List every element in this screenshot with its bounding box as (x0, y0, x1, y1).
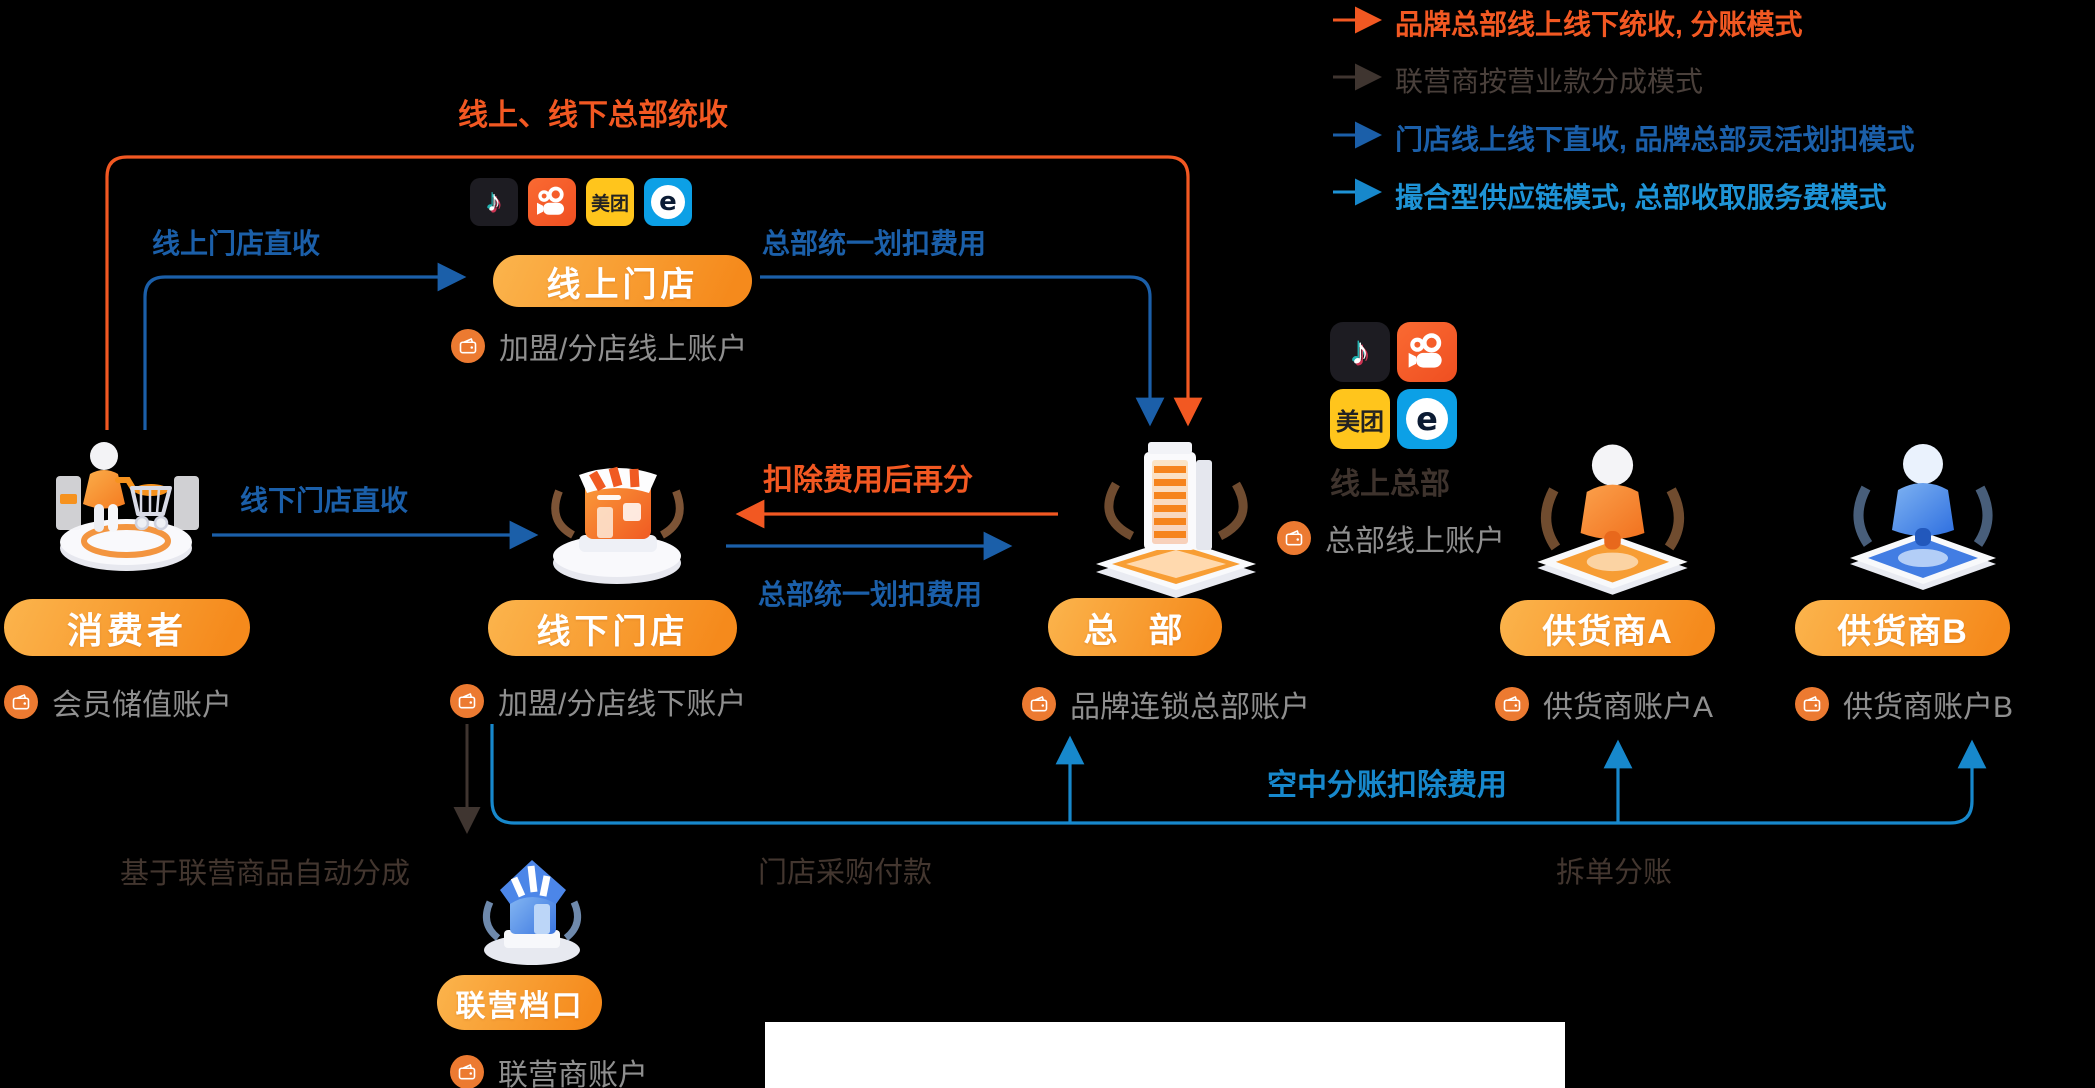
offline-store-illustration (551, 466, 684, 584)
node-pill-supplier-b: 供货商B (1795, 600, 2010, 656)
node-pill-online-store: 线上门店 (493, 255, 752, 307)
supplier-a-illustration (1537, 444, 1688, 595)
eleme-icon: e (1397, 389, 1457, 449)
eleme-icon: e (644, 178, 692, 226)
wallet-icon (451, 329, 485, 363)
label-split-after-fee: 扣除费用后再分 (763, 464, 973, 497)
kuaishou-camera-glyph (1408, 333, 1442, 368)
supplier-b-account-row: 联营商账户供货商账户B (1795, 682, 2013, 726)
legend-item-supply-chain: 撮合型供应链模式, 总部收取服务费模式 (1395, 182, 1887, 213)
douyin-icon: ♪ (1330, 322, 1390, 382)
online-hq-account-row: 总部线上账户 (1277, 516, 1505, 560)
joint-stall-account-row: 联营商账户 (450, 1050, 648, 1088)
wallet-icon (1277, 521, 1311, 555)
joint-stall-illustration (482, 860, 582, 965)
douyin-icon: ♪ (470, 178, 518, 226)
label-air-split: 空中分账扣除费用 (1267, 769, 1507, 802)
legend-item-store-direct: 门店线上线下直收, 品牌总部灵活划扣模式 (1395, 124, 1915, 155)
wallet-icon (1795, 687, 1829, 721)
consumer-illustration (56, 442, 199, 571)
consumer-account-row: 会员储值账户 (4, 680, 232, 724)
legend-item-joint-share: 联营商按营业款分成模式 (1395, 66, 1704, 97)
node-pill-consumer: 消费者 (4, 599, 250, 656)
hq-account-row: 品牌连锁总部账户 (1022, 682, 1310, 726)
node-pill-joint-stall: 联营档口 (437, 975, 602, 1030)
kuaishou-icon (528, 178, 576, 226)
legend-item-brand-unified: 品牌总部线上线下统收, 分账模式 (1395, 9, 1803, 40)
wallet-icon (1022, 687, 1056, 721)
label-offline-direct: 线下门店直收 (240, 485, 409, 516)
arrow-online-direct (143, 262, 467, 430)
online-store-account-row: 加盟/分店线上账户 (451, 324, 747, 368)
wallet-icon (450, 1055, 484, 1088)
arrow-hq-deduct-top (760, 275, 1165, 427)
wallet-icon (1495, 687, 1529, 721)
label-hq-deduct-top: 总部统一划扣费用 (762, 228, 987, 259)
label-order-split: 拆单分账 (1556, 857, 1673, 889)
wallet-icon (450, 684, 484, 718)
label-online-direct: 线上门店直收 (152, 228, 321, 259)
node-pill-hq: 总 部 (1048, 598, 1222, 656)
meituan-icon: 美团 (586, 178, 634, 226)
label-hq-deduct-mid: 总部统一划扣费用 (758, 579, 983, 610)
node-pill-offline-store: 线下门店 (488, 600, 737, 656)
offline-store-account-row: 加盟/分店线下账户 (450, 679, 746, 723)
node-pill-supplier-a: 供货商A (1500, 600, 1715, 656)
kuaishou-camera-glyph (537, 186, 564, 215)
hq-building-illustration (1096, 442, 1256, 598)
supplier-b-illustration (1850, 444, 1996, 590)
meituan-icon: 美团 (1330, 389, 1390, 449)
supplier-a-account-row: 供货商账户A (1495, 682, 1713, 726)
arrow-air-split-main (490, 724, 1987, 825)
kuaishou-icon (1397, 322, 1457, 382)
label-top-unified: 线上、线下总部统收 (458, 99, 728, 132)
wallet-icon (4, 685, 38, 719)
online-hq-label: 线上总部 (1330, 468, 1450, 501)
label-purchase-pay: 门店采购付款 (758, 857, 933, 889)
label-auto-split: 基于联营商品自动分成 (120, 858, 411, 890)
white-backdrop-artifact (765, 1022, 1565, 1088)
